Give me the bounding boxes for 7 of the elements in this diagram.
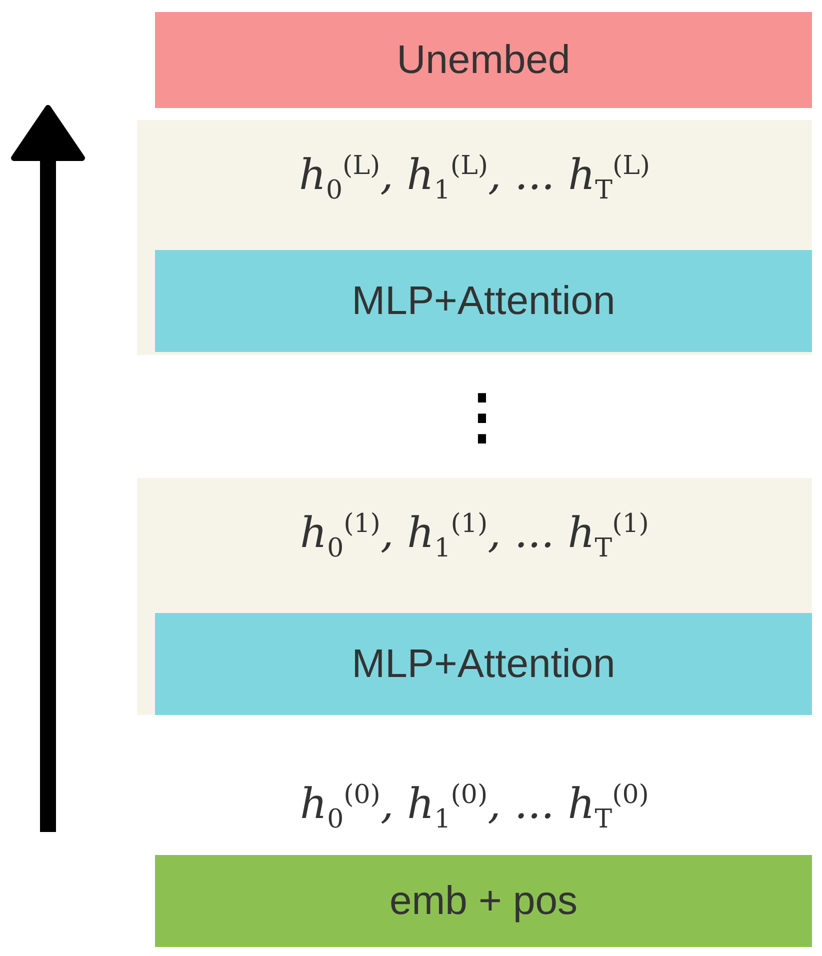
embedding-box: emb + pos xyxy=(155,855,812,947)
output-layer-box: Unembed xyxy=(155,12,812,108)
layer-box: MLP+Attention xyxy=(155,613,812,715)
layer-box: MLP+Attention xyxy=(155,250,812,352)
ellipsis-dots: ⋮ xyxy=(451,382,513,452)
hidden-state-band xyxy=(137,478,812,715)
hidden-state-band xyxy=(137,120,812,355)
